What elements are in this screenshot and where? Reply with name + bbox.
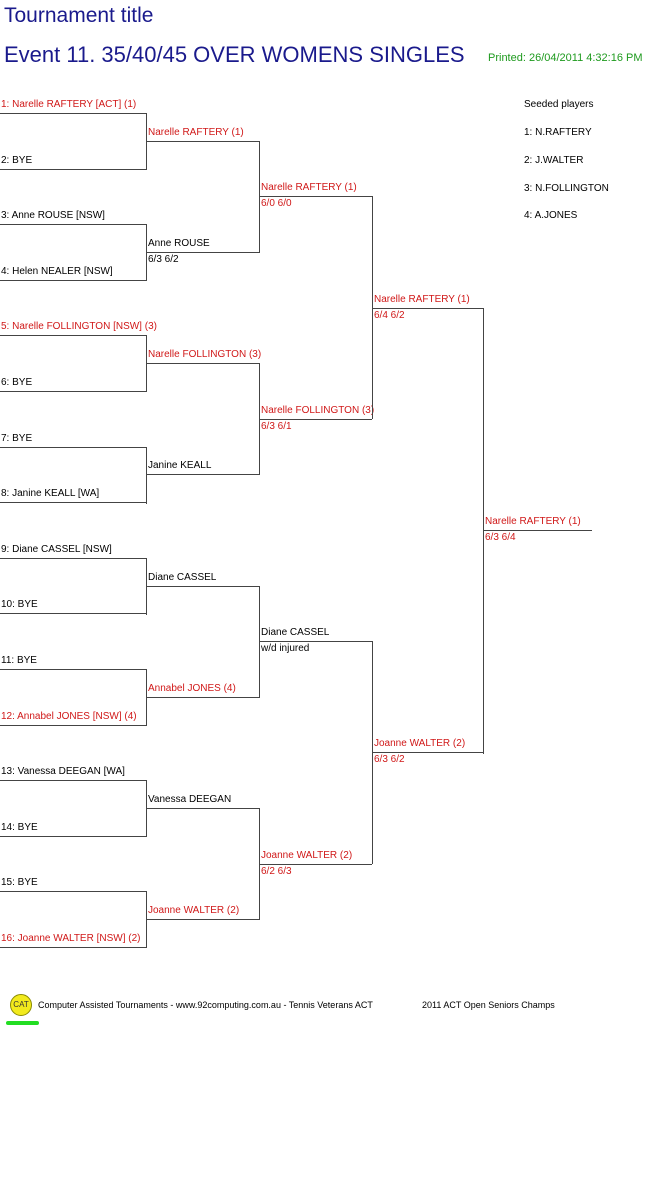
- bracket-line: [259, 641, 372, 642]
- bracket-line: [0, 780, 146, 781]
- match-winner: Joanne WALTER (2): [148, 905, 240, 916]
- bracket-line: [0, 280, 146, 281]
- match-winner: Vanessa DEEGAN: [148, 794, 232, 805]
- match-score: 6/3 6/2: [148, 254, 179, 265]
- entry-label: 15: BYE: [1, 877, 38, 888]
- bracket-line: [0, 335, 146, 336]
- match-score: w/d injured: [261, 643, 310, 654]
- tournament-title: Tournament title: [4, 4, 154, 27]
- entry-label: 11: BYE: [1, 655, 37, 666]
- cat-logo-icon: CAT: [10, 994, 32, 1016]
- bracket-line: [259, 419, 372, 420]
- match-winner: Narelle RAFTERY (1): [148, 127, 244, 138]
- bracket-line: [483, 530, 592, 531]
- entry-label: 7: BYE: [1, 433, 33, 444]
- champion-name: Narelle RAFTERY (1): [485, 516, 581, 527]
- bracket-line: [0, 224, 146, 225]
- footer-credit: Computer Assisted Tournaments - www.92co…: [38, 1000, 373, 1010]
- event-title: Event 11. 35/40/45 OVER WOMENS SINGLES: [4, 42, 465, 67]
- entry-label: 8: Janine KEALL [WA]: [1, 488, 100, 499]
- seed-item: 1: N.RAFTERY: [524, 127, 592, 138]
- entry-label: 14: BYE: [1, 822, 38, 833]
- bracket-connector: [259, 141, 260, 253]
- seed-item: 3: N.FOLLINGTON: [524, 183, 609, 194]
- match-winner: Diane CASSEL: [261, 627, 330, 638]
- bracket-line: [146, 474, 259, 475]
- entry-label: 12: Annabel JONES [NSW] (4): [1, 711, 137, 722]
- entry-label: 4: Helen NEALER [NSW]: [1, 266, 113, 277]
- printed-timestamp: Printed: 26/04/2011 4:32:16 PM: [488, 52, 643, 64]
- entry-label: 13: Vanessa DEEGAN [WA]: [1, 766, 125, 777]
- match-score: 6/2 6/3: [261, 866, 292, 877]
- bracket-connector: [483, 308, 484, 754]
- bracket-line: [0, 891, 146, 892]
- bracket-line: [259, 196, 372, 197]
- seeded-players-heading: Seeded players: [524, 99, 594, 110]
- final-score: 6/3 6/4: [485, 532, 516, 543]
- bracket-line: [0, 669, 146, 670]
- entry-label: 1: Narelle RAFTERY [ACT] (1): [1, 99, 137, 110]
- match-winner: Diane CASSEL: [148, 572, 217, 583]
- match-score: 6/0 6/0: [261, 198, 292, 209]
- footer-event-name: 2011 ACT Open Seniors Champs: [422, 1000, 555, 1010]
- match-winner: Narelle RAFTERY (1): [261, 182, 357, 193]
- match-winner: Anne ROUSE: [148, 238, 210, 249]
- seed-item: 2: J.WALTER: [524, 155, 584, 166]
- bracket-line: [0, 502, 146, 503]
- entry-label: 10: BYE: [1, 599, 38, 610]
- entry-label: 9: Diane CASSEL [NSW]: [1, 544, 112, 555]
- match-winner: Annabel JONES (4): [148, 683, 236, 694]
- bracket-line: [0, 613, 146, 614]
- bracket-line: [0, 113, 146, 114]
- bracket-line: [146, 252, 259, 253]
- seed-item: 4: A.JONES: [524, 210, 578, 221]
- bracket-connector: [259, 586, 260, 698]
- bracket-line: [146, 141, 259, 142]
- bracket-line: [372, 308, 483, 309]
- bracket-line: [259, 864, 372, 865]
- logo-underline: [6, 1021, 39, 1025]
- entry-label: 16: Joanne WALTER [NSW] (2): [1, 933, 141, 944]
- bracket-line: [146, 586, 259, 587]
- bracket-line: [0, 169, 146, 170]
- match-winner: Narelle RAFTERY (1): [374, 294, 470, 305]
- entry-label: 5: Narelle FOLLINGTON [NSW] (3): [1, 321, 157, 332]
- bracket-line: [146, 363, 259, 364]
- match-score: 6/4 6/2: [374, 310, 405, 321]
- bracket-line: [0, 947, 146, 948]
- bracket-connector: [146, 447, 147, 504]
- bracket-line: [146, 808, 259, 809]
- match-winner: Narelle FOLLINGTON (3): [261, 405, 375, 416]
- entry-label: 2: BYE: [1, 155, 33, 166]
- match-winner: Janine KEALL: [148, 460, 212, 471]
- match-winner: Joanne WALTER (2): [374, 738, 466, 749]
- bracket-line: [372, 752, 483, 753]
- match-score: 6/3 6/2: [374, 754, 405, 765]
- match-score: 6/3 6/1: [261, 421, 292, 432]
- entry-label: 6: BYE: [1, 377, 33, 388]
- bracket-line: [0, 558, 146, 559]
- bracket-line: [146, 697, 259, 698]
- match-winner: Joanne WALTER (2): [261, 850, 353, 861]
- bracket-line: [0, 725, 146, 726]
- match-winner: Narelle FOLLINGTON (3): [148, 349, 262, 360]
- entry-label: 3: Anne ROUSE [NSW]: [1, 210, 105, 221]
- bracket-connector: [372, 196, 373, 419]
- bracket-line: [146, 919, 259, 920]
- bracket-line: [0, 447, 146, 448]
- bracket-line: [0, 391, 146, 392]
- bracket-line: [0, 836, 146, 837]
